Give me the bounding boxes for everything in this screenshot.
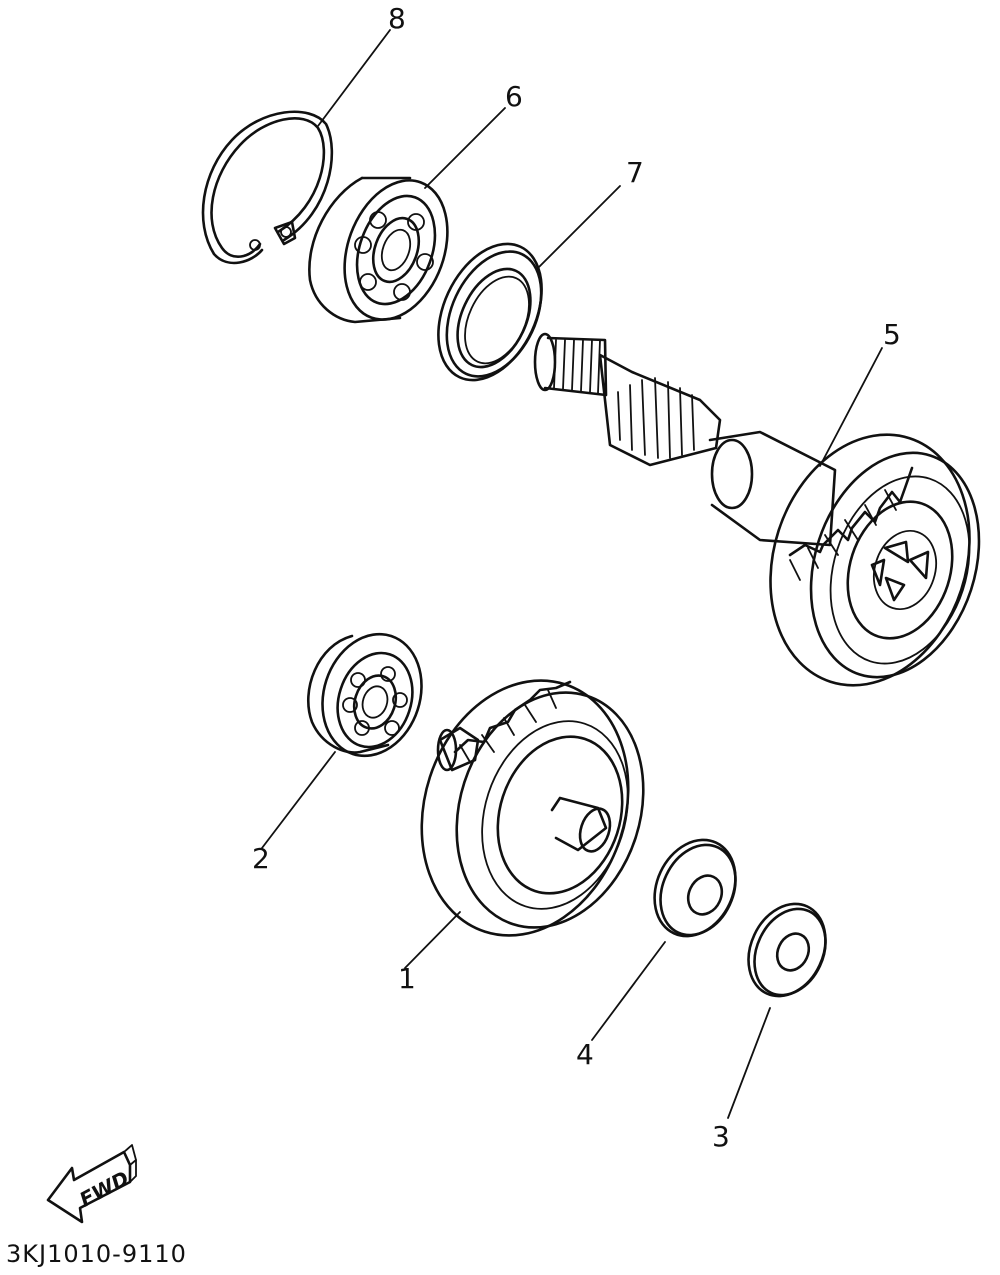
- callout-number-6: 6: [505, 80, 523, 113]
- leader-lines: [261, 29, 883, 1119]
- callout-number-7: 7: [626, 156, 644, 189]
- bearing-part-6: [308, 176, 449, 324]
- gear-shaft-part-5: [533, 332, 981, 687]
- diagram-code: 3KJ1010-9110: [6, 1240, 187, 1268]
- callout-number-3: 3: [712, 1120, 730, 1153]
- callout-number-5: 5: [883, 318, 901, 351]
- callout-number-4: 4: [576, 1038, 594, 1071]
- bearing-part-2: [307, 632, 423, 758]
- oil-seal-part-7: [437, 242, 543, 382]
- forward-arrow: FWD: [46, 1144, 137, 1224]
- callout-number-8: 8: [388, 2, 406, 35]
- circlip-part-8: [201, 110, 334, 265]
- callout-number-2: 2: [252, 842, 270, 875]
- washer-part-3: [747, 902, 827, 998]
- gear-part-1: [420, 679, 645, 937]
- washer-part-4: [653, 838, 737, 938]
- callout-number-1: 1: [398, 962, 416, 995]
